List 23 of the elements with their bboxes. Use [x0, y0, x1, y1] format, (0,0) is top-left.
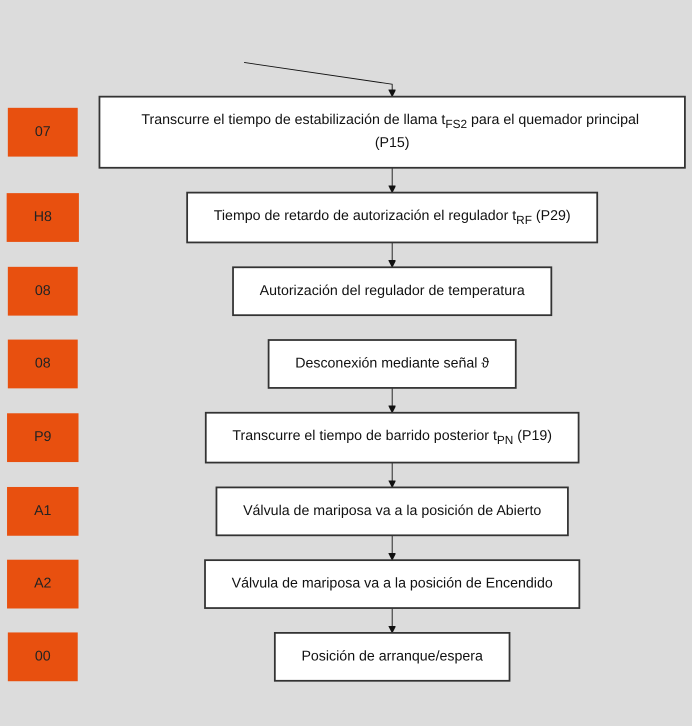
node-box: 08 — [8, 340, 78, 388]
node-box: Tiempo de retardo de autorización el regulador t$_{RF}$ (P29) — [186, 192, 598, 244]
arrow — [388, 608, 396, 634]
node-box: Posición de arranque/espera — [274, 632, 510, 682]
node-box: Desconexión mediante señal ϑ — [268, 339, 517, 389]
node-box: Autorización del regulador de temperatura — [232, 266, 552, 316]
node-box: Válvula de mariposa va a la posición de Abierto — [216, 486, 569, 536]
node-box: H8 — [6, 193, 79, 242]
node-box: 00 — [8, 632, 78, 682]
node-box: A2 — [7, 560, 79, 608]
arrow — [244, 62, 396, 98]
node-box: 08 — [8, 266, 78, 316]
node-box: P9 — [7, 413, 79, 462]
arrow — [388, 167, 396, 193]
node-box: 07 — [8, 108, 78, 157]
arrow — [388, 242, 396, 268]
node-box: Válvula de mariposa va a la posición de Encendido — [204, 559, 580, 609]
node-box: A1 — [7, 486, 79, 536]
arrow — [388, 534, 396, 560]
arrow — [388, 387, 396, 414]
node-box: Transcurre el tiempo de barrido posterior t$_{PN}$ (P19) — [204, 412, 580, 464]
node-box: Transcurre el tiempo de estabilización de llama t$_{FS2}$ para el quemador principal (P15) — [98, 96, 686, 169]
arrow — [388, 462, 396, 488]
